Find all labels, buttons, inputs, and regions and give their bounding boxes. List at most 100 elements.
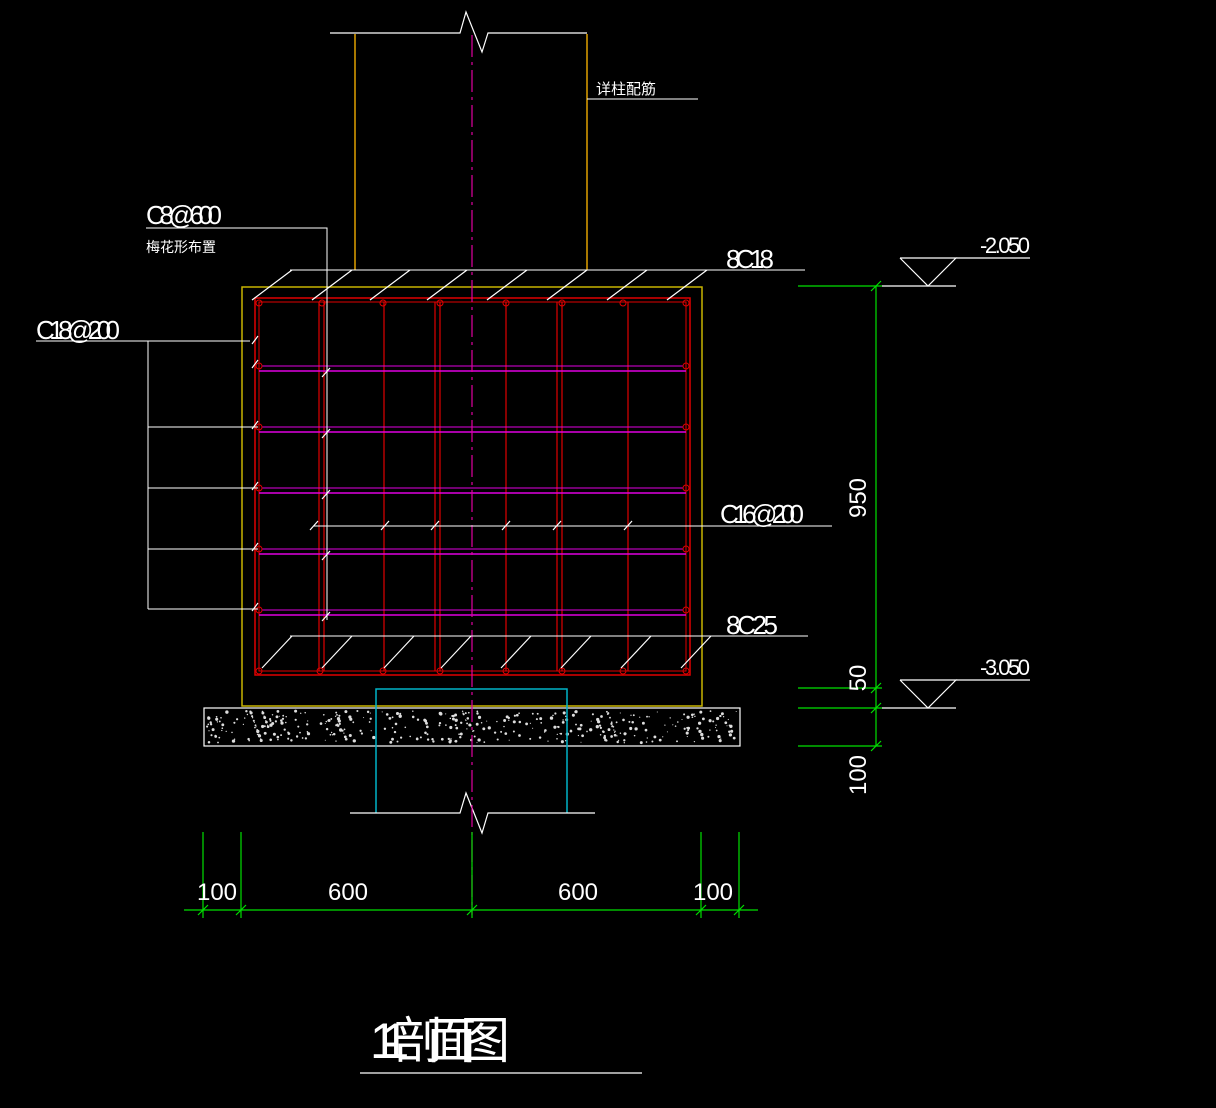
aggregate-speck: [599, 734, 602, 736]
top-bars-label: 8C18: [726, 244, 774, 274]
aggregate-speck: [338, 714, 341, 717]
aggregate-speck: [290, 739, 293, 742]
aggregate-speck: [634, 727, 638, 731]
aggregate-speck: [438, 711, 442, 716]
aggregate-speck: [701, 736, 705, 740]
aggregate-speck: [370, 730, 372, 732]
aggregate-speck: [348, 733, 352, 738]
aggregate-speck: [631, 721, 634, 724]
aggregate-speck: [681, 718, 683, 721]
aggregate-speck: [327, 719, 330, 722]
aggregate-speck: [247, 737, 250, 741]
aggregate-speck: [404, 726, 407, 729]
aggregate-speck: [536, 712, 539, 715]
aggregate-speck: [285, 715, 287, 718]
aggregate-speck: [518, 712, 520, 715]
aggregate-speck: [589, 728, 593, 732]
aggregate-speck: [248, 739, 250, 742]
aggregate-speck: [562, 711, 566, 715]
aggregate-speck: [549, 716, 554, 720]
aggregate-speck: [449, 717, 452, 720]
aggregate-speck: [469, 724, 472, 727]
aggregate-speck: [611, 725, 614, 728]
aggregate-speck: [508, 719, 510, 721]
aggregate-speck: [339, 728, 343, 732]
aggregate-speck: [465, 719, 467, 721]
aggregate-speck: [716, 716, 720, 721]
aggregate-speck: [324, 739, 326, 741]
aggregate-speck: [577, 734, 580, 737]
aggregate-speck: [641, 721, 645, 725]
aggregate-speck: [610, 735, 613, 738]
aggregate-speck: [394, 722, 398, 726]
aggregate-speck: [335, 740, 337, 742]
aggregate-speck: [699, 710, 703, 714]
aggregate-speck: [560, 740, 564, 744]
aggregate-speck: [299, 731, 301, 734]
aggregate-speck: [607, 728, 611, 732]
aggregate-speck: [256, 733, 259, 736]
aggregate-speck: [395, 711, 400, 716]
dim-depth: 950: [845, 478, 872, 518]
aggregate-speck: [581, 734, 584, 738]
aggregate-speck: [216, 721, 219, 723]
leader-tick: [380, 520, 390, 531]
aggregate-speck: [206, 725, 209, 728]
aggregate-speck: [496, 720, 498, 723]
aggregate-speck: [263, 731, 267, 735]
aggregate-speck: [233, 721, 236, 724]
aggregate-speck: [331, 734, 334, 736]
aggregate-speck: [218, 720, 221, 723]
aggregate-speck: [466, 717, 470, 720]
aggregate-speck: [701, 717, 705, 721]
aggregate-speck: [708, 719, 712, 723]
aggregate-speck: [552, 714, 554, 717]
aggregate-speck: [466, 722, 469, 725]
aggregate-speck: [322, 713, 325, 716]
aggregate-speck: [709, 729, 711, 731]
aggregate-speck: [609, 716, 611, 719]
aggregate-speck: [251, 717, 254, 719]
aggregate-speck: [295, 735, 299, 738]
aggregate-speck: [266, 725, 270, 728]
leader-tick: [321, 635, 353, 669]
aggregate-speck: [399, 712, 402, 715]
aggregate-speck: [306, 723, 309, 726]
aggregate-speck: [236, 718, 239, 721]
aggregate-speck: [547, 740, 549, 742]
leader-tick: [321, 367, 331, 378]
aggregate-speck: [595, 725, 599, 729]
leader-tick: [251, 602, 259, 612]
aggregate-speck: [493, 731, 497, 734]
aggregate-speck: [280, 719, 283, 722]
aggregate-speck: [672, 724, 674, 726]
aggregate-speck: [438, 721, 442, 725]
aggregate-speck: [278, 715, 280, 717]
aggregate-speck: [728, 730, 731, 734]
aggregate-speck: [619, 712, 621, 714]
aggregate-speck: [720, 712, 724, 716]
aggregate-speck: [306, 730, 309, 733]
aggregate-speck: [503, 725, 505, 728]
leader-tick: [251, 420, 259, 430]
aggregate-speck: [569, 729, 573, 733]
leader-tick: [251, 269, 293, 301]
aggregate-speck: [554, 712, 557, 715]
aggregate-speck: [686, 736, 688, 738]
aggregate-speck: [259, 738, 263, 743]
column-note-leader: 详柱配筋: [587, 81, 698, 100]
aggregate-speck: [719, 738, 721, 741]
aggregate-speck: [307, 720, 309, 722]
aggregate-speck: [614, 730, 616, 733]
aggregate-speck: [425, 725, 429, 729]
aggregate-speck: [450, 738, 452, 740]
aggregate-speck: [622, 718, 625, 722]
aggregate-speck: [719, 714, 722, 718]
aggregate-speck: [447, 737, 450, 741]
leader-tick: [501, 520, 511, 531]
elevation-marker-top: [882, 257, 1030, 287]
aggregate-speck: [419, 736, 422, 739]
aggregate-speck: [486, 720, 488, 722]
aggregate-speck: [449, 739, 452, 742]
aggregate-speck: [287, 731, 290, 734]
